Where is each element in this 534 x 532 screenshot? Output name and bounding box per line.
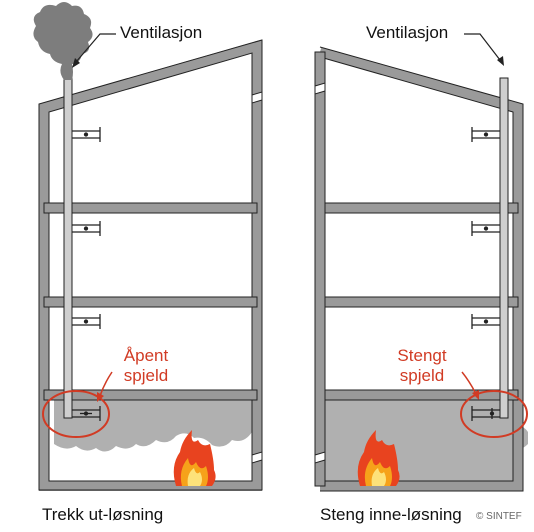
- left-damper-highlight: [42, 390, 110, 438]
- right-fire-icon: [357, 430, 400, 486]
- right-damper-highlight: [460, 390, 528, 438]
- right-damper-label: Stengt spjeld: [386, 346, 458, 386]
- left-outer-wall: [39, 39, 262, 491]
- left-vent-label: Ventilasjon: [120, 23, 203, 42]
- right-damper-label-line1: Stengt: [397, 346, 447, 365]
- right-vent-arrow: [464, 33, 501, 61]
- left-damper-label-line1: Åpent: [123, 346, 169, 365]
- right-branch-ducts: [471, 127, 500, 421]
- left-vent-duct: [63, 77, 73, 419]
- left-vent-arrow: [75, 33, 116, 63]
- right-building: [314, 33, 528, 492]
- right-vent-label: Ventilasjon: [366, 23, 449, 42]
- copyright-notice: © SINTEF: [476, 511, 522, 522]
- left-smoke-layer: [54, 400, 252, 452]
- left-branch-ducts: [72, 127, 101, 421]
- right-vent-duct: [499, 77, 509, 419]
- left-fire-icon: [173, 430, 216, 486]
- left-building: [33, 2, 263, 491]
- left-floor-slabs: [43, 202, 258, 401]
- right-caption: Steng inne-løsning: [320, 505, 462, 524]
- left-exhaust-smoke: [33, 2, 93, 80]
- right-damper-label-line2: spjeld: [399, 366, 445, 385]
- left-damper-label-line2: spjeld: [123, 366, 169, 385]
- left-damper-label: Åpent spjeld: [110, 346, 182, 386]
- left-caption: Trekk ut-løsning: [42, 505, 164, 524]
